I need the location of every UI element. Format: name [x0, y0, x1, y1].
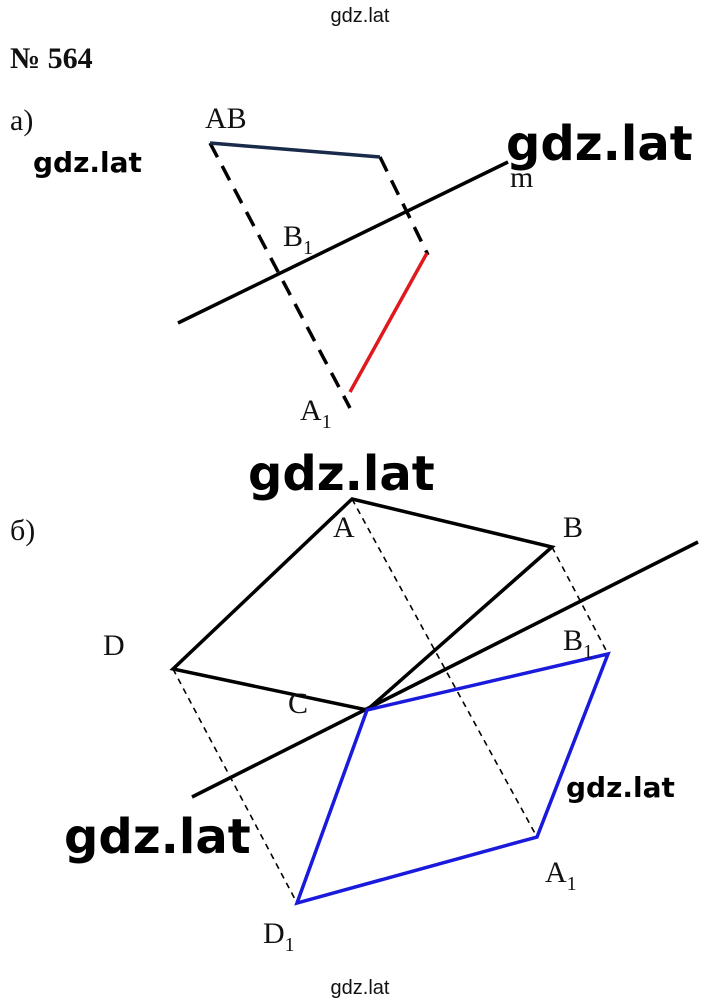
- label-b1-sub: 1: [303, 237, 313, 259]
- label-b-d1-sub: 1: [285, 934, 295, 956]
- label-ab: AB: [205, 102, 247, 135]
- quadrilateral-abcd: [169, 497, 556, 712]
- segment-ab: [209, 141, 381, 159]
- label-a1: A1: [300, 394, 332, 433]
- watermark-cut-b: gdz.lat: [566, 771, 675, 804]
- label-b-b1: B1: [563, 624, 593, 663]
- segment-image: [348, 252, 429, 393]
- line-m: [177, 160, 509, 325]
- label-b-a1-letter: A: [545, 856, 567, 889]
- part-b: б) A B D C B1 A1 D1 gdz.lat gdz.lat gdz.…: [10, 446, 699, 956]
- line-axis: [191, 540, 699, 799]
- watermark-cut-a: gdz.lat: [33, 146, 142, 179]
- label-b-b: B: [563, 511, 583, 544]
- part-a-label: а): [10, 104, 33, 137]
- label-a1-sub: 1: [322, 411, 332, 433]
- dashed-end-to-image: [378, 156, 430, 256]
- label-b-d1: D1: [263, 917, 295, 956]
- label-b-c: C: [288, 687, 308, 720]
- part-a: а) AB m B1 A1 gdz.lat gdz.lat: [10, 102, 693, 433]
- watermark-large-b1: gdz.lat: [248, 446, 435, 502]
- label-b-a1: A1: [545, 856, 577, 895]
- watermark-large-a: gdz.lat: [506, 116, 693, 172]
- label-b-b1-letter: B: [563, 624, 583, 657]
- watermark-top: gdz.lat: [331, 5, 390, 27]
- label-b-a: A: [333, 511, 355, 544]
- dashed-d-d1: [172, 668, 298, 904]
- dashed-a-a1: [351, 498, 538, 838]
- label-a1-letter: A: [300, 394, 322, 427]
- label-m: m: [510, 161, 533, 194]
- dashed-b-b1: [551, 546, 609, 655]
- part-b-label: б): [10, 514, 35, 547]
- dashed-ab-to-a1: [208, 142, 352, 409]
- watermark-bottom: gdz.lat: [331, 977, 390, 999]
- watermark-large-b2: gdz.lat: [64, 809, 251, 865]
- label-b-b1-sub: 1: [583, 641, 593, 663]
- label-b1: B1: [283, 220, 313, 259]
- label-b-d: D: [103, 629, 125, 662]
- quadrilateral-image: [294, 651, 611, 906]
- label-b1-letter: B: [283, 220, 303, 253]
- problem-number: № 564: [10, 42, 93, 75]
- label-b-a1-sub: 1: [567, 873, 577, 895]
- label-b-d1-letter: D: [263, 917, 285, 950]
